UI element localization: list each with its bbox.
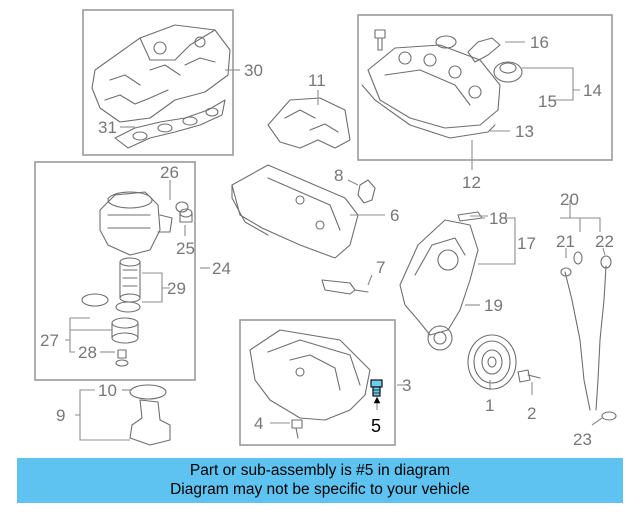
intake-manifold-group-box bbox=[82, 9, 234, 156]
callout-24: 24 bbox=[212, 259, 231, 278]
crank-seal-part bbox=[427, 325, 453, 351]
seal-ring-part bbox=[435, 35, 457, 49]
oil-filter-housing-part bbox=[99, 191, 173, 256]
upper-oil-pan-part bbox=[231, 164, 359, 259]
callout-11: 11 bbox=[308, 71, 326, 90]
callout-21: 21 bbox=[556, 232, 575, 251]
callout-22: 22 bbox=[595, 232, 614, 251]
callout-19: 19 bbox=[484, 296, 503, 315]
drain-plug-small-part bbox=[179, 208, 193, 223]
housing-cap-part bbox=[175, 201, 189, 213]
callout-27: 27 bbox=[40, 331, 59, 350]
cover-plate-part bbox=[267, 97, 351, 149]
dipstick-tube-part bbox=[560, 255, 617, 421]
valve-cover-part bbox=[361, 44, 501, 139]
callout-25: 25 bbox=[176, 239, 195, 258]
oil-filter-group-box bbox=[34, 161, 196, 381]
valve-cover-group-box bbox=[357, 14, 613, 161]
callout-6: 6 bbox=[390, 206, 399, 225]
valve-cover-bolt-part bbox=[374, 29, 386, 51]
banner-line-part-number: Part or sub-assembly is #5 in diagram bbox=[189, 462, 451, 479]
crankshaft-pulley-part bbox=[467, 334, 517, 390]
callout-28: 28 bbox=[78, 343, 97, 362]
callout-7: 7 bbox=[376, 258, 385, 277]
callout-18: 18 bbox=[489, 209, 508, 228]
callout-2: 2 bbox=[527, 404, 536, 423]
pcv-valve-part bbox=[493, 61, 523, 83]
filter-o-ring-part bbox=[81, 293, 141, 313]
oil-filter-element-part bbox=[119, 257, 141, 303]
callout-17: 17 bbox=[517, 234, 536, 253]
filter-plug-part bbox=[115, 349, 129, 367]
filter-cap-part bbox=[111, 317, 139, 344]
callout-29: 29 bbox=[167, 279, 186, 298]
breather-hose-part bbox=[467, 37, 501, 63]
callout-30: 30 bbox=[244, 61, 263, 80]
callout-1: 1 bbox=[485, 396, 494, 415]
callout-23: 23 bbox=[573, 430, 592, 449]
callout-26: 26 bbox=[160, 163, 179, 182]
pulley-bolt-part bbox=[517, 369, 541, 383]
callout-8: 8 bbox=[334, 166, 343, 185]
leader-lines bbox=[65, 41, 606, 441]
callout-31: 31 bbox=[98, 118, 117, 137]
info-banner: Part or sub-assembly is #5 in diagram Di… bbox=[17, 458, 623, 503]
dipstick-seal-part bbox=[573, 251, 583, 265]
callout-14: 14 bbox=[583, 81, 602, 100]
lower-oil-pan-part bbox=[249, 329, 371, 421]
oil-pan-group-box bbox=[239, 319, 396, 446]
banner-line-disclaimer: Diagram may not be specific to your vehi… bbox=[170, 481, 470, 498]
callout-10: 10 bbox=[98, 381, 117, 400]
callout-12: 12 bbox=[462, 173, 481, 192]
oil-level-sensor-part bbox=[357, 179, 376, 204]
sealant-tube-part bbox=[321, 279, 369, 295]
callout-9: 9 bbox=[56, 406, 65, 425]
callout-20: 20 bbox=[560, 190, 579, 209]
callout-5[interactable]: 5 bbox=[371, 416, 381, 436]
callout-3: 3 bbox=[402, 376, 411, 395]
pan-bolt-part bbox=[291, 419, 303, 439]
timing-cover-part bbox=[399, 219, 479, 336]
intake-manifold-part bbox=[91, 24, 231, 123]
oil-pickup-part bbox=[129, 384, 171, 446]
callout-15: 15 bbox=[538, 92, 557, 111]
callout-13: 13 bbox=[515, 122, 534, 141]
intake-gasket-part bbox=[114, 99, 226, 149]
callout-4: 4 bbox=[254, 414, 263, 433]
callout-16: 16 bbox=[530, 33, 549, 52]
drain-plug-part-highlighted[interactable] bbox=[370, 379, 383, 397]
